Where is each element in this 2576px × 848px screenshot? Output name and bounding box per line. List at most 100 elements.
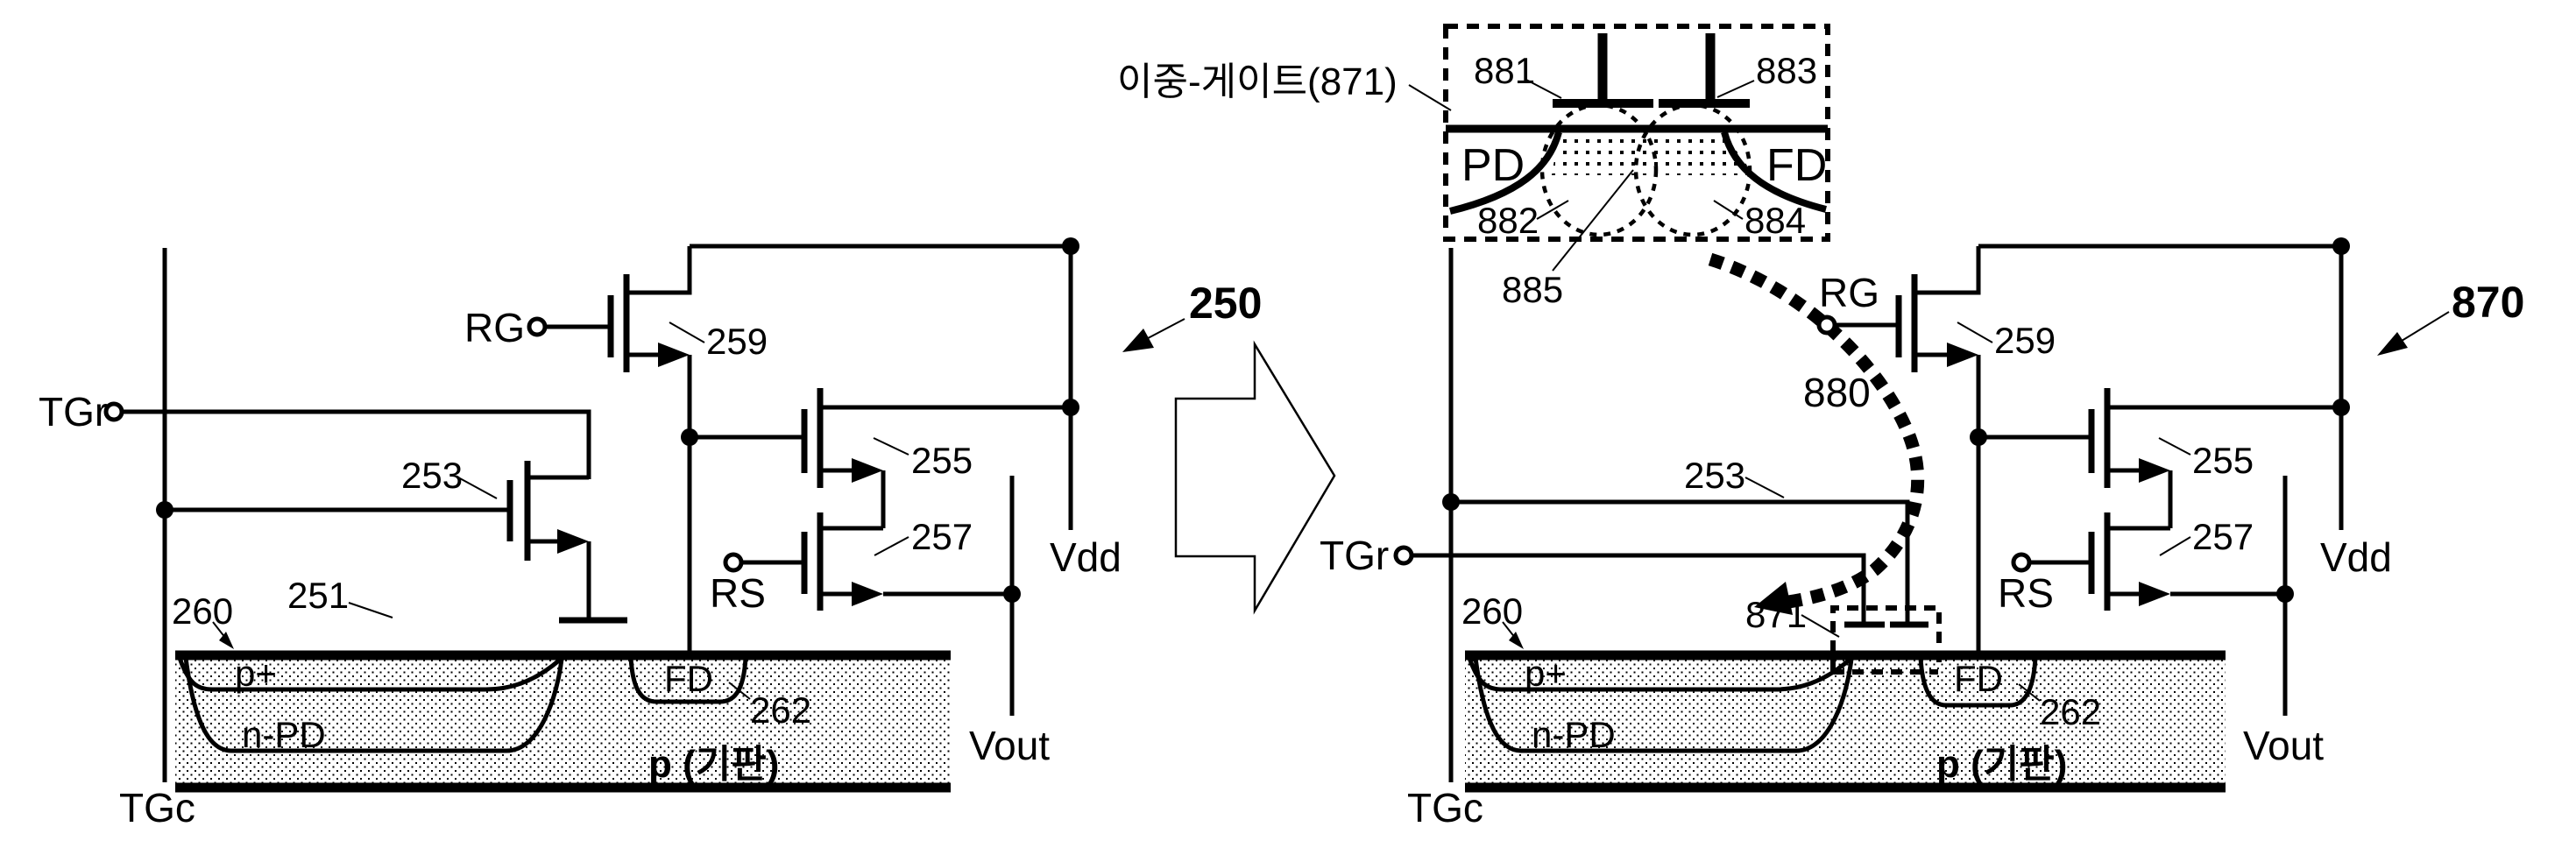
right-substrate-body — [1465, 655, 2226, 788]
left-transistor-259: RG 259 — [464, 246, 768, 372]
left-p-plus-label: p+ — [235, 653, 277, 694]
right-ref-870-arrowhead-icon — [2377, 332, 2408, 356]
inset-885-leader — [1552, 169, 1634, 272]
left-n-pd-label: n-PD — [242, 714, 326, 755]
left-251-leader — [348, 602, 393, 618]
right-n-pd-well — [1473, 657, 1854, 753]
left-251-label: 251 — [287, 575, 349, 616]
left-substrate-body — [175, 655, 951, 788]
left-259-label: 259 — [706, 321, 768, 362]
right-circuit: p+ n-PD FD p (기판) 262 260 TGc 253 TGr 8 — [1320, 237, 2524, 830]
right-tgr-terminal — [1393, 545, 1414, 566]
left-257-label: 257 — [911, 516, 973, 557]
left-circuit: p+ n-PD FD p (기판) 262 260 TGc TGr — [39, 237, 1262, 830]
inset-pd-label: PD — [1461, 140, 1525, 191]
left-transistor-255: 255 — [801, 388, 1071, 528]
left-rg-label: RG — [464, 305, 525, 350]
left-257-leader — [874, 536, 909, 556]
right-880-arrowhead-icon — [1754, 582, 1793, 615]
right-ref-870-label: 870 — [2452, 278, 2524, 327]
right-vdd-top-junction-dot — [2332, 237, 2350, 255]
left-rg-terminal — [527, 316, 548, 337]
left-tgc-label: TGc — [119, 785, 195, 830]
right-262-label: 262 — [2040, 691, 2101, 732]
inset-885-label: 885 — [1502, 269, 1563, 310]
left-tgc-junction-dot — [156, 501, 173, 519]
left-vout-label: Vout — [969, 723, 1050, 768]
inset-884-leader — [1713, 200, 1744, 220]
inset-title-leader — [1408, 84, 1452, 111]
left-tgr-wire — [122, 409, 591, 479]
left-253-label: 253 — [401, 455, 463, 496]
right-255-source-arrow-icon — [2139, 458, 2170, 483]
right-260-label: 260 — [1461, 590, 1523, 632]
inset-left-depletion-ellipse — [1539, 102, 1659, 237]
left-253-leader — [457, 477, 498, 499]
right-259-leader — [1957, 322, 1993, 343]
right-871-dashed-box — [1830, 605, 1942, 671]
right-rg-terminal — [1816, 314, 1837, 336]
right-tgr-label: TGr — [1320, 533, 1389, 578]
right-rg-label: RG — [1819, 270, 1879, 315]
right-tgr-wire — [1412, 553, 1866, 622]
left-259-source-arrow-icon — [658, 343, 690, 367]
right-880-swoosh — [1708, 252, 1925, 610]
left-transistor-253: 253 251 — [156, 455, 627, 624]
right-transistor-257: RS 257 — [1998, 512, 2285, 616]
right-253-leader — [1744, 477, 1785, 498]
right-255-label: 255 — [2192, 440, 2254, 481]
left-259-leader — [669, 322, 705, 343]
inset-title-label: 이중-게이트(871) — [1117, 60, 1398, 103]
left-fd-well — [628, 657, 748, 704]
right-259-source-arrow-icon — [1947, 343, 1978, 367]
left-255-leader — [873, 437, 909, 456]
left-260-label: 260 — [172, 590, 233, 632]
transform-block-arrow-icon — [1174, 340, 1336, 615]
right-fd-label: FD — [1954, 658, 2003, 699]
right-rs-label: RS — [1998, 570, 2054, 616]
left-vout-junction-dot — [1003, 585, 1021, 603]
left-259-drain-wire — [626, 246, 692, 295]
right-substrate-label: p (기판) — [1936, 743, 2067, 786]
right-n-pd-label: n-PD — [1532, 714, 1616, 755]
left-substrate: p+ n-PD FD p (기판) 262 260 — [172, 590, 951, 793]
inset-882-leader — [1536, 200, 1569, 220]
left-262-leader — [728, 682, 751, 700]
left-vdd-top-junction-dot — [1062, 237, 1079, 255]
right-substrate: p+ n-PD FD p (기판) 262 260 — [1461, 590, 2226, 793]
right-p-plus-label: p+ — [1525, 653, 1567, 694]
inset-883-leader — [1716, 80, 1755, 98]
inset-pd-junction-curve — [1449, 131, 1562, 215]
left-rs-terminal — [723, 552, 744, 573]
left-fd-label: FD — [664, 658, 713, 699]
right-transistor-255: 255 — [2088, 388, 2341, 528]
right-fd-well — [1918, 657, 2038, 708]
right-vdd-label: Vdd — [2320, 534, 2392, 580]
inset-fd-junction-curve — [1721, 131, 1827, 213]
right-260-arrowhead-icon — [1509, 632, 1524, 649]
left-tgr-label: TGr — [39, 389, 108, 435]
left-substrate-label: p (기판) — [648, 743, 779, 786]
right-257-source-arrow-icon — [2139, 582, 2170, 606]
right-880-label: 880 — [1803, 370, 1871, 415]
inset-884-label: 884 — [1744, 200, 1806, 241]
left-ref-250-label: 250 — [1189, 279, 1262, 328]
left-260-arrowhead-icon — [219, 632, 234, 649]
left-255-source-arrow-icon — [852, 458, 883, 483]
inset-right-depletion-ellipse — [1633, 102, 1752, 237]
right-tgc-label: TGc — [1407, 785, 1483, 830]
left-257-source-arrow-icon — [852, 582, 883, 606]
right-253-label: 253 — [1684, 455, 1745, 496]
inset-881-leader — [1524, 78, 1562, 99]
right-257-label: 257 — [2192, 516, 2254, 557]
left-255-label: 255 — [911, 440, 973, 481]
left-ref-250-arrowhead-icon — [1122, 329, 1154, 352]
inset-882-label: 882 — [1477, 200, 1539, 241]
right-vout-label: Vout — [2243, 723, 2324, 768]
right-transistor-259: RG 259 — [1816, 246, 2056, 372]
left-tgr-terminal — [103, 401, 124, 422]
right-rs-terminal — [2011, 552, 2032, 573]
right-259-label: 259 — [1994, 320, 2056, 361]
